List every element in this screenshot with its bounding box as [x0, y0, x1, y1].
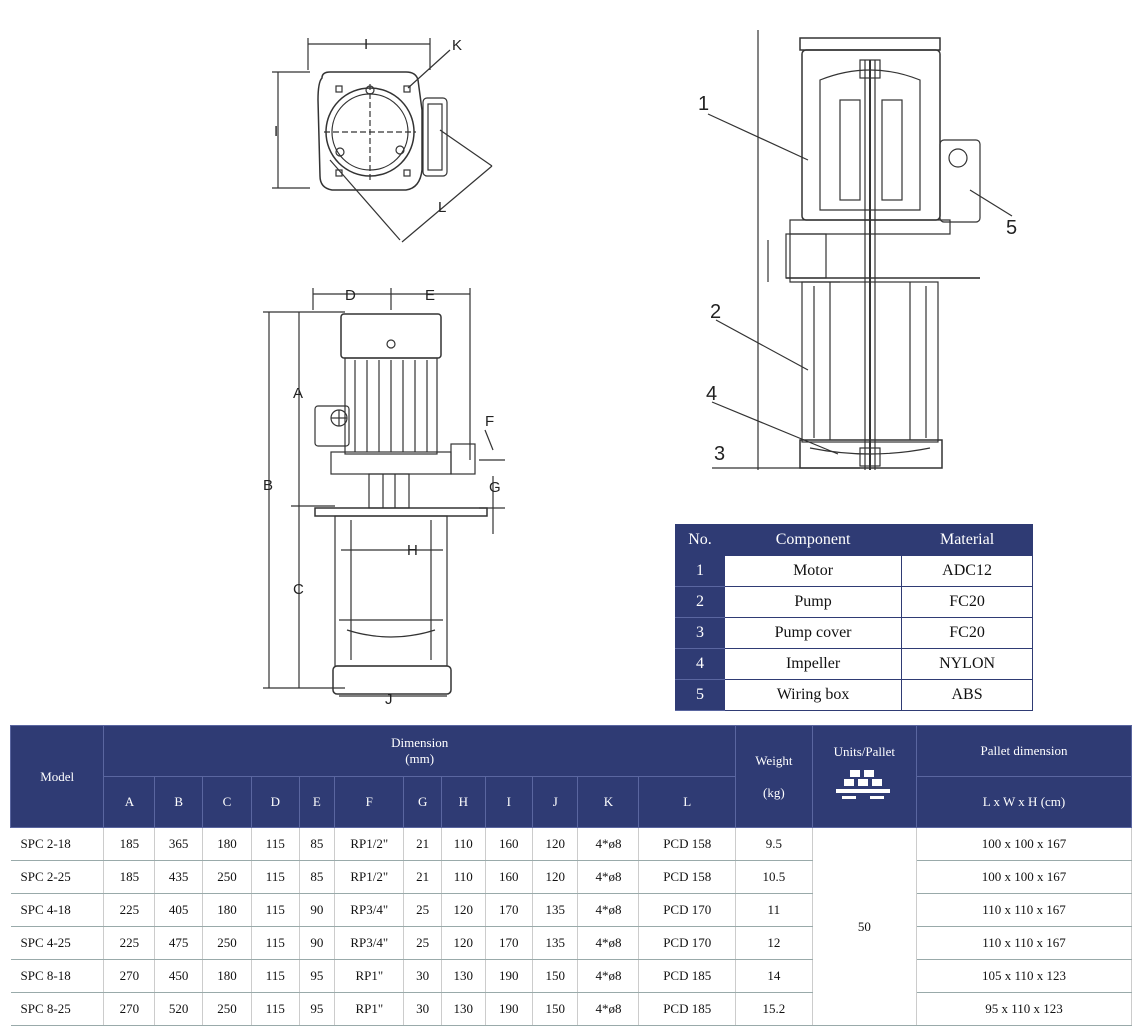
dim-label-A: A	[293, 385, 303, 402]
front-view-drawing: D E A B C F G H J	[263, 287, 505, 708]
dim-header-weight: Weight (kg)	[735, 725, 813, 828]
dim-label-I-top: I	[364, 36, 368, 53]
comp-header-material: Material	[901, 524, 1033, 556]
comp-header-no: No.	[675, 524, 725, 556]
dim-label-H: H	[407, 542, 418, 559]
part-label-5: 5	[1006, 217, 1017, 239]
dim-label-D: D	[345, 287, 356, 304]
comp-header-component: Component	[723, 524, 903, 556]
dim-header-pallet-sub: L x W x H (cm)	[916, 776, 1132, 828]
part-label-1: 1	[698, 93, 709, 115]
dim-label-I-side: I	[274, 123, 278, 140]
dim-label-K: K	[452, 37, 462, 54]
dim-label-J: J	[385, 691, 393, 708]
units-per-pallet-value: 50	[812, 827, 918, 1026]
dim-label-E: E	[425, 287, 435, 304]
dim-label-B: B	[263, 477, 273, 494]
part-label-3: 3	[714, 443, 725, 465]
part-label-2: 2	[710, 301, 721, 323]
dim-header-model: Model	[9, 725, 105, 828]
dim-label-C: C	[293, 581, 304, 598]
section-view-drawing: 1 2 4 3 5	[698, 30, 1017, 470]
dim-header-units-pallet: Units/Pallet	[811, 725, 918, 828]
dim-header-dimension: Dimension (mm)	[103, 725, 736, 777]
dim-label-F: F	[485, 413, 494, 430]
pallet-icon	[836, 769, 891, 799]
dim-header-pallet-dimension: Pallet dimension	[916, 725, 1132, 777]
dim-label-L: L	[438, 199, 446, 216]
top-view-drawing: I I K L	[272, 36, 493, 243]
part-label-4: 4	[706, 383, 717, 405]
dim-label-G: G	[489, 479, 501, 496]
dimension-table: Model Dimension (mm) Weight (kg) Units/P…	[9, 725, 1132, 1026]
